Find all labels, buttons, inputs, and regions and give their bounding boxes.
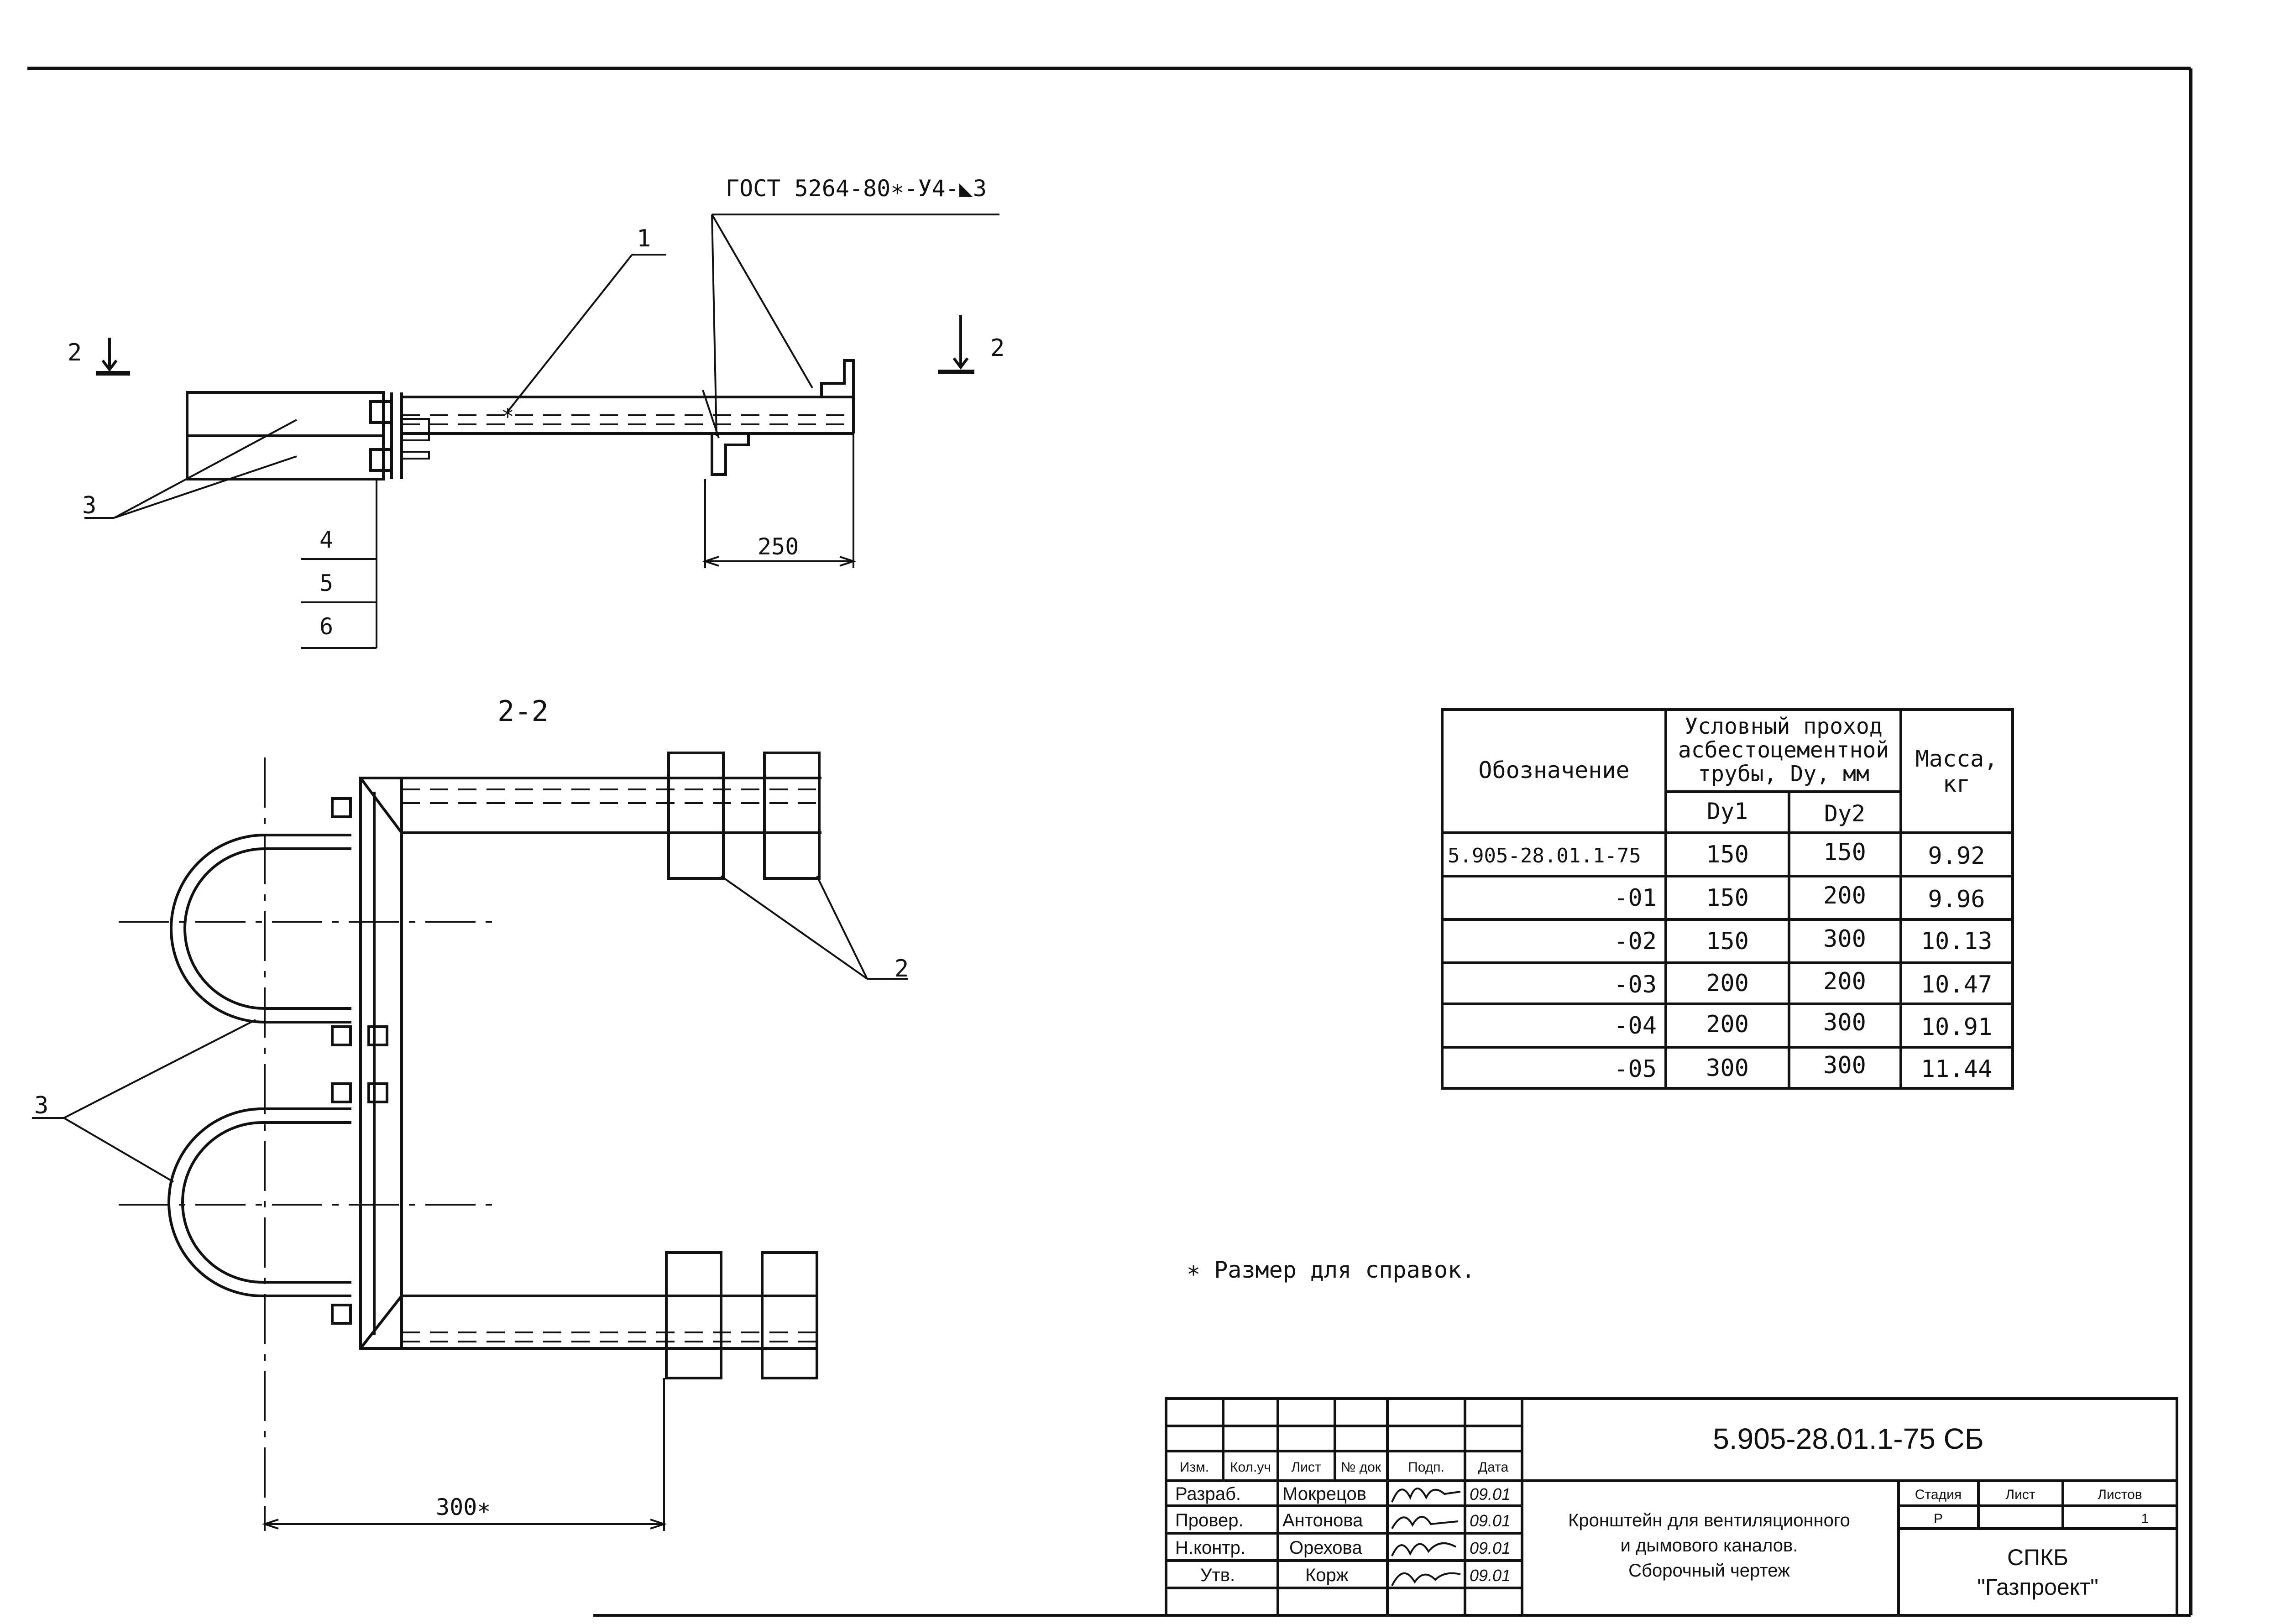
spec-header-diameter-3: трубы, Dy, мм <box>1698 761 1869 787</box>
spec-row-dy2: 150 <box>1823 839 1866 866</box>
spec-row-designation: -04 <box>1614 1012 1657 1039</box>
callout-1: 1 <box>637 225 651 252</box>
dim-300: 300∗ <box>436 1494 491 1520</box>
section-view-title: 2-2 <box>497 695 549 728</box>
spec-row-mass: 11.44 <box>1921 1055 1993 1083</box>
doc-title-line-2: и дымового каналов. <box>1621 1535 1798 1556</box>
spec-row-dy2: 300 <box>1823 1009 1866 1036</box>
stage-value: Р <box>1934 1511 1943 1526</box>
tb-name: Мокрецов <box>1282 1484 1366 1504</box>
spec-header-designation: Обозначение <box>1478 757 1629 783</box>
spec-row-dy2: 300 <box>1823 925 1866 953</box>
spec-row-mass: 9.96 <box>1928 886 1985 913</box>
org-line-2: "Газпроект" <box>1977 1574 2098 1600</box>
sheet-label: Лист <box>2005 1487 2035 1502</box>
tb-date: 09.01 <box>1470 1511 1511 1530</box>
tb-col-header: Подп. <box>1408 1460 1444 1475</box>
spec-row-mass: 10.47 <box>1921 971 1993 998</box>
spec-row-dy1: 200 <box>1706 1011 1749 1038</box>
spec-row-dy1: 150 <box>1706 928 1749 955</box>
spec-row-mass: 10.13 <box>1921 928 1993 955</box>
spec-row-dy1: 200 <box>1706 970 1749 997</box>
tb-col-header: Кол.уч <box>1230 1460 1271 1475</box>
callout-6: 6 <box>319 613 333 640</box>
callout-5: 5 <box>319 570 333 596</box>
spec-header-diameter-1: Условный проход <box>1685 714 1882 739</box>
spec-row-designation: -05 <box>1614 1055 1657 1083</box>
reference-note: ∗ Размер для справок. <box>1187 1257 1475 1283</box>
spec-header-diameter-2: асбестоцементной <box>1678 737 1889 763</box>
weld-standard-label: ГОСТ 5264-80∗-У4-◣3 <box>726 175 987 202</box>
spec-row-dy2: 200 <box>1823 882 1866 909</box>
spec-header-dy1: Dy1 <box>1707 798 1748 825</box>
org-line-1: СПКБ <box>2007 1545 2068 1570</box>
callout-4: 4 <box>319 527 333 553</box>
spec-row-dy1: 150 <box>1706 841 1749 868</box>
tb-col-header: № док <box>1341 1460 1381 1475</box>
sheet-frame <box>27 67 2192 1617</box>
spec-row-dy1: 150 <box>1706 884 1749 912</box>
spec-row-designation: -02 <box>1614 928 1657 955</box>
tb-col-header: Изм. <box>1180 1460 1209 1475</box>
callout-3-section: 3 <box>34 1092 48 1119</box>
tb-date: 09.01 <box>1470 1566 1511 1585</box>
front-view: ∗ 2 2 ГОСТ 5264-80∗-У4-◣3 1 3 4 5 6 <box>68 175 1004 649</box>
tb-name: Орехова <box>1289 1538 1362 1558</box>
tb-role: Разраб. <box>1175 1484 1241 1504</box>
tb-role: Н.контр. <box>1175 1538 1245 1558</box>
spec-header-dy2: Dy2 <box>1824 800 1865 827</box>
callout-3-top: 3 <box>82 492 96 519</box>
spec-row-designation: 5.905-28.01.1-75 <box>1448 844 1641 867</box>
title-block: Изм. Кол.уч Лист № док Подп. Дата Разраб… <box>1165 1397 2178 1617</box>
tb-role: Утв. <box>1200 1565 1235 1585</box>
spec-table: Обозначение Условный проход асбестоцемен… <box>1441 708 2014 1090</box>
section-mark-left: 2 <box>68 339 82 366</box>
tb-name: Антонова <box>1282 1510 1363 1530</box>
doc-title-line-1: Кронштейн для вентиляционного <box>1568 1510 1850 1530</box>
stage-label: Стадия <box>1915 1487 1962 1502</box>
spec-row-dy2: 200 <box>1823 968 1866 995</box>
spec-row-dy1: 300 <box>1706 1055 1749 1082</box>
spec-row-mass: 9.92 <box>1928 842 1985 870</box>
dim-250: 250 <box>758 533 799 560</box>
tb-date: 09.01 <box>1470 1485 1511 1504</box>
tb-date: 09.01 <box>1470 1539 1511 1557</box>
signature-marks <box>1391 1488 1461 1586</box>
section-view: 2-2 <box>32 695 909 1531</box>
tb-col-header: Лист <box>1291 1460 1321 1475</box>
spec-header-mass-2: кг <box>1943 771 1970 797</box>
tb-col-header: Дата <box>1478 1460 1509 1475</box>
doc-code: 5.905-28.01.1-75 СБ <box>1713 1422 1984 1455</box>
tb-role: Провер. <box>1175 1510 1244 1530</box>
tb-name: Корж <box>1305 1565 1349 1585</box>
doc-title-line-3: Сборочный чертеж <box>1628 1561 1790 1581</box>
spec-header-mass-1: Масса, <box>1915 746 1998 772</box>
spec-row-mass: 10.91 <box>1921 1013 1993 1041</box>
spec-row-designation: -01 <box>1614 884 1657 912</box>
sheets-value: 1 <box>2141 1511 2149 1526</box>
spec-row-dy2: 300 <box>1823 1052 1866 1079</box>
spec-row-designation: -03 <box>1614 971 1657 998</box>
section-mark-right: 2 <box>990 334 1004 362</box>
sheets-label: Листов <box>2098 1487 2142 1502</box>
